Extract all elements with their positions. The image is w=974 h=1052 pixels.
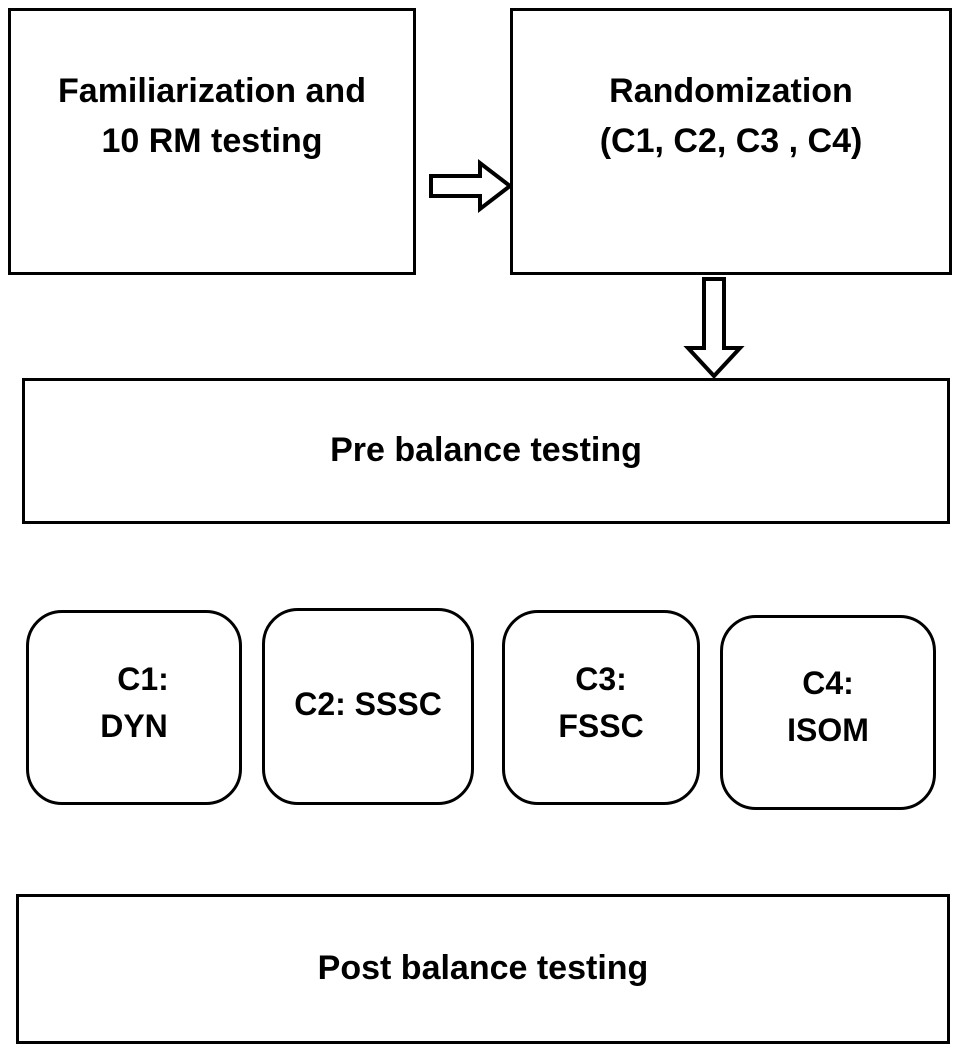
condition-c1-line2: DYN bbox=[100, 707, 168, 744]
condition-c3-line1: C3: bbox=[575, 661, 627, 698]
condition-c2-line1: C2: SSSC bbox=[294, 686, 442, 723]
randomization-box: Randomization (C1, C2, C3 , C4) bbox=[510, 8, 952, 275]
down-arrow-icon bbox=[683, 277, 745, 379]
post-balance-testing-label: Post balance testing bbox=[317, 949, 649, 988]
condition-c1-line1: C1: bbox=[117, 661, 169, 698]
familiarization-label-line2: 10 RM testing bbox=[101, 121, 323, 160]
pre-balance-testing-box: Pre balance testing bbox=[22, 378, 950, 524]
randomization-label-line1: Randomization bbox=[609, 72, 853, 111]
condition-box-c4: C4: ISOM bbox=[720, 615, 936, 810]
condition-c3-line2: FSSC bbox=[558, 707, 644, 744]
condition-c4-line2: ISOM bbox=[787, 711, 869, 748]
pre-balance-testing-label: Pre balance testing bbox=[330, 431, 642, 470]
post-balance-testing-box: Post balance testing bbox=[16, 894, 950, 1044]
condition-box-c3: C3: FSSC bbox=[502, 610, 700, 805]
condition-box-c2: C2: SSSC bbox=[262, 608, 474, 805]
familiarization-box: Familiarization and 10 RM testing bbox=[8, 8, 416, 275]
right-arrow-icon bbox=[429, 158, 514, 214]
randomization-label-line2: (C1, C2, C3 , C4) bbox=[599, 121, 863, 160]
condition-c4-line1: C4: bbox=[802, 665, 854, 702]
familiarization-label-line1: Familiarization and bbox=[58, 72, 366, 111]
condition-box-c1: C1: DYN bbox=[26, 610, 242, 805]
